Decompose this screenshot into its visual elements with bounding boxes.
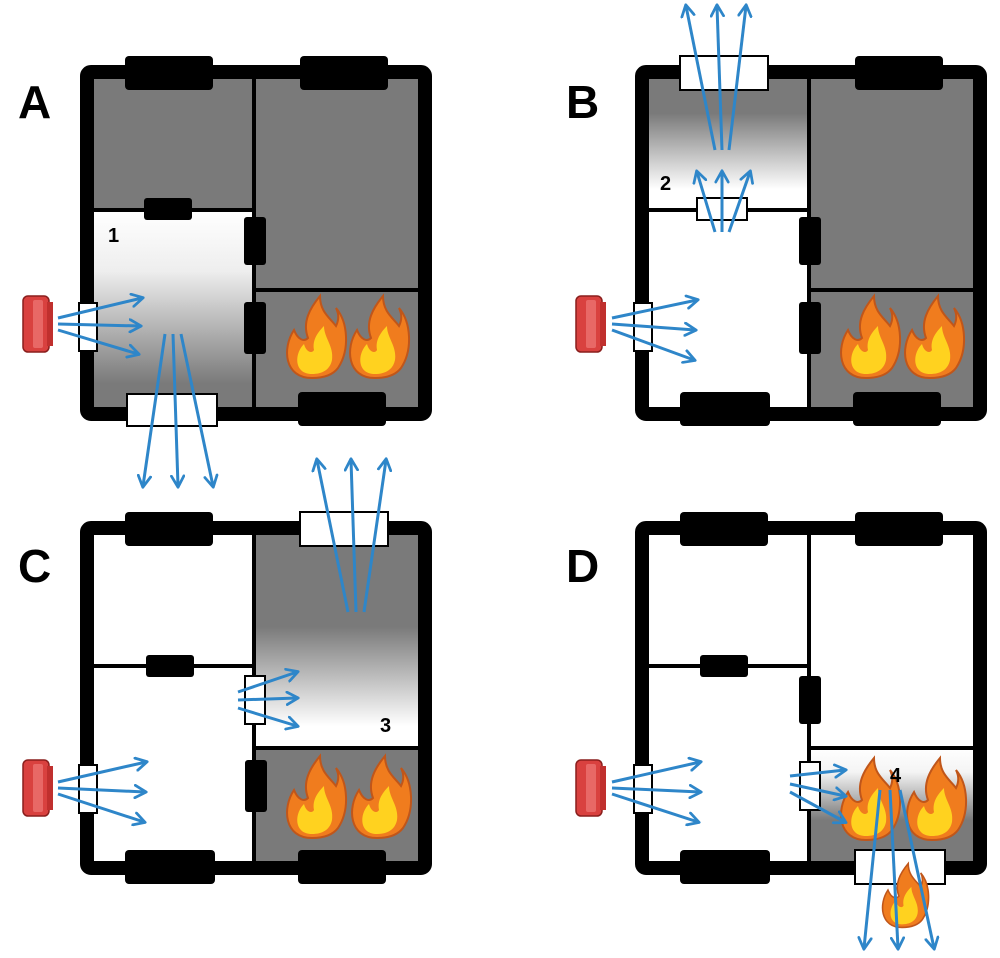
door-icon	[244, 302, 266, 354]
window-icon	[855, 512, 943, 546]
fan-icon	[575, 759, 607, 817]
door-icon	[144, 198, 192, 220]
panel-label: C	[18, 540, 51, 592]
airflow-arrow-icon	[611, 762, 934, 948]
panel-d: D	[566, 512, 987, 948]
room-number: 4	[890, 765, 902, 787]
panel-label: A	[18, 76, 51, 128]
window-icon	[680, 392, 770, 426]
door-icon	[146, 655, 194, 677]
window-icon	[855, 56, 943, 90]
window-icon	[679, 55, 769, 91]
window-icon	[126, 393, 218, 427]
window-icon	[680, 512, 768, 546]
door-icon	[799, 217, 821, 265]
window-icon	[298, 392, 386, 426]
door-icon	[799, 676, 821, 724]
panel-a: A 1	[18, 56, 432, 486]
fan-icon	[22, 295, 54, 353]
fan-icon	[22, 759, 54, 817]
airflow-arrow-icon	[611, 6, 750, 360]
window-icon	[298, 850, 386, 884]
airflow-arrow-icon	[57, 460, 386, 822]
panel-label: D	[566, 540, 599, 592]
room-number: 3	[380, 715, 391, 737]
panel-c: C	[18, 460, 432, 884]
door-icon	[245, 760, 267, 812]
window-icon	[125, 56, 213, 90]
room-number: 2	[660, 173, 671, 195]
window-icon	[125, 850, 215, 884]
window-icon	[853, 392, 941, 426]
door-icon	[244, 217, 266, 265]
window-icon	[125, 512, 213, 546]
panel-label: B	[566, 76, 599, 128]
airflow-arrow-icon	[57, 298, 213, 486]
room-number: 1	[108, 225, 119, 247]
door-icon	[700, 655, 748, 677]
door-icon	[799, 302, 821, 354]
window-icon	[680, 850, 770, 884]
window-icon	[300, 56, 388, 90]
fan-icon	[575, 295, 607, 353]
panel-b: B	[566, 6, 987, 426]
